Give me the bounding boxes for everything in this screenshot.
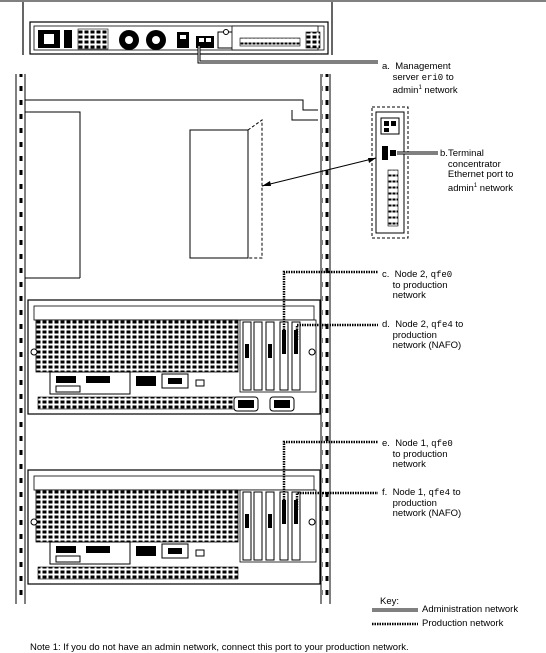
node-2-server [27,299,321,415]
production-cables-node-1 [282,440,378,510]
key-swatches [372,608,418,626]
key-admin-label: Administration network [422,604,519,615]
rack-rails [15,74,331,604]
label-b: b.Terminal concentrator Ethernet port to… [440,148,514,194]
label-c: c. Node 2, qfe0 to production network [382,269,453,301]
label-a: a. Management server eri0 to admin1 netw… [382,61,458,97]
admin-cable-a [197,46,378,64]
label-d: d. Node 2, qfe4 to production network (N… [382,319,464,351]
label-e: e. Node 1, qfe0 to production network [382,438,453,470]
key-production-label: Production network [422,618,504,629]
management-server [0,0,546,55]
production-cables-node-2 [282,270,378,340]
key-title: Key: [380,596,400,607]
footnote: Note 1: If you do not have an admin netw… [30,642,409,653]
terminal-concentrator [371,106,409,239]
admin-cable-b [261,151,438,187]
label-f: f. Node 1, qfe4 to production network (N… [382,487,462,519]
rack-cabinet [25,99,318,279]
node-1-server [27,469,321,585]
